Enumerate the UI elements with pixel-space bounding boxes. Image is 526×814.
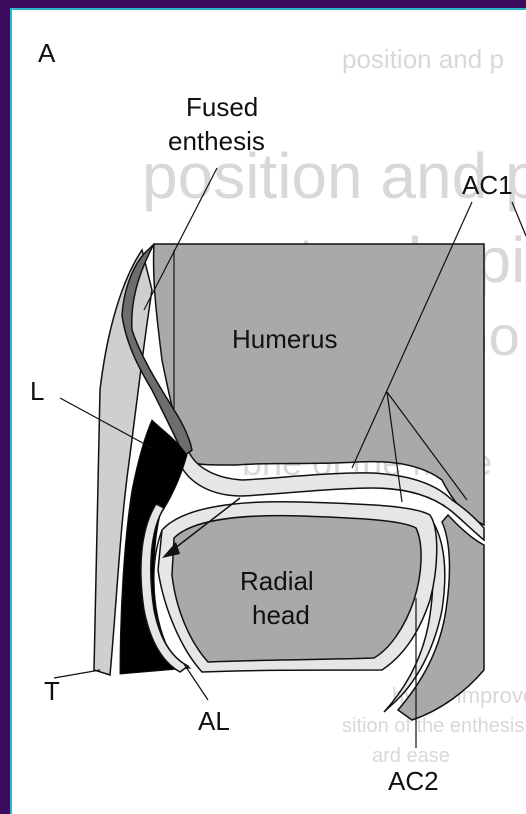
al-label: AL <box>198 706 230 736</box>
panel-label: A <box>38 38 56 68</box>
humerus-label: Humerus <box>232 324 337 354</box>
fused-enthesis-label-line1: Fused <box>186 92 258 122</box>
ac2-label: AC2 <box>388 766 439 796</box>
background-text-line: ard ease <box>372 745 450 767</box>
t-label: T <box>44 676 60 706</box>
background-text-line: sition of the enthesis associated <box>342 715 526 737</box>
radial-head-label-line2: head <box>252 600 310 630</box>
ac1-label: AC1 <box>462 170 513 200</box>
elbow-anatomy-diagram: position and p position and p ateral epi… <box>12 10 526 814</box>
fused-enthesis-label-line2: enthesis <box>168 126 265 156</box>
figure-panel: position and p position and p ateral epi… <box>10 8 526 814</box>
l-label: L <box>30 376 44 406</box>
radial-head-label-line1: Radial <box>240 566 314 596</box>
background-text-line: position and p <box>342 44 504 74</box>
t-leader <box>54 670 100 678</box>
